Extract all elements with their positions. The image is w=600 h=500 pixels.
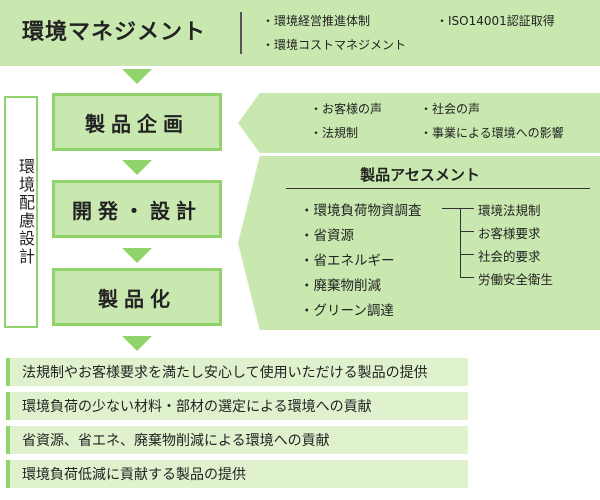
result-item: 環境負荷低減に貢献する製品の提供 — [6, 460, 468, 488]
voice-item: ・法規制 — [310, 126, 359, 140]
connector-line — [460, 254, 474, 255]
connector-line — [460, 208, 474, 209]
assessment-item: ・グリーン調達 — [300, 303, 394, 319]
connector-line — [460, 231, 474, 232]
flow-arrow — [122, 248, 152, 263]
process-productization: 製品化 — [52, 268, 222, 326]
result-item: 省資源、省エネ、廃棄物削減による環境への貢献 — [6, 426, 468, 454]
voice-panel — [238, 93, 600, 153]
side-label: 環境配慮設計 — [16, 158, 35, 266]
assessment-criterion: 環境法規制 — [478, 203, 541, 218]
process-product-planning: 製品企画 — [52, 93, 222, 151]
process-development-design: 開発・設計 — [52, 180, 222, 238]
assessment-item: ・省エネルギー — [300, 253, 395, 269]
result-item: 法規制やお客様要求を満たし安心して使用いただける製品の提供 — [6, 358, 468, 386]
assessment-item: ・廃棄物削減 — [300, 278, 381, 294]
flow-arrow — [122, 160, 152, 175]
header-band — [0, 0, 600, 66]
assessment-criterion: お客様要求 — [478, 226, 541, 241]
assessment-item: ・省資源 — [300, 228, 354, 244]
assessment-title: 製品アセスメント — [360, 166, 480, 184]
assessment-criterion: 社会的要求 — [478, 249, 541, 264]
assessment-item: ・環境負荷物資調査 — [300, 203, 422, 219]
flow-arrow — [122, 69, 152, 84]
assessment-title-rule — [286, 188, 590, 189]
connector-line — [460, 277, 474, 278]
flow-arrow — [122, 336, 152, 351]
header-item: ・環境コストマネジメント — [262, 38, 407, 52]
assessment-criterion: 労働安全衛生 — [478, 272, 554, 287]
header-item: ・ISO14001認証取得 — [436, 14, 555, 28]
assessment-panel — [238, 156, 600, 330]
connector-line — [442, 208, 460, 209]
header-divider — [240, 12, 242, 54]
voice-item: ・お客様の声 — [310, 102, 383, 116]
header-title: 環境マネジメント — [22, 20, 207, 45]
side-label-box — [4, 96, 38, 328]
voice-item: ・事業による環境への影響 — [420, 126, 564, 140]
connector-line — [460, 208, 461, 278]
header-item: ・環境経営推進体制 — [262, 14, 371, 28]
voice-item: ・社会の声 — [420, 102, 481, 116]
result-item: 環境負荷の少ない材料・部材の選定による環境への貢献 — [6, 392, 468, 420]
